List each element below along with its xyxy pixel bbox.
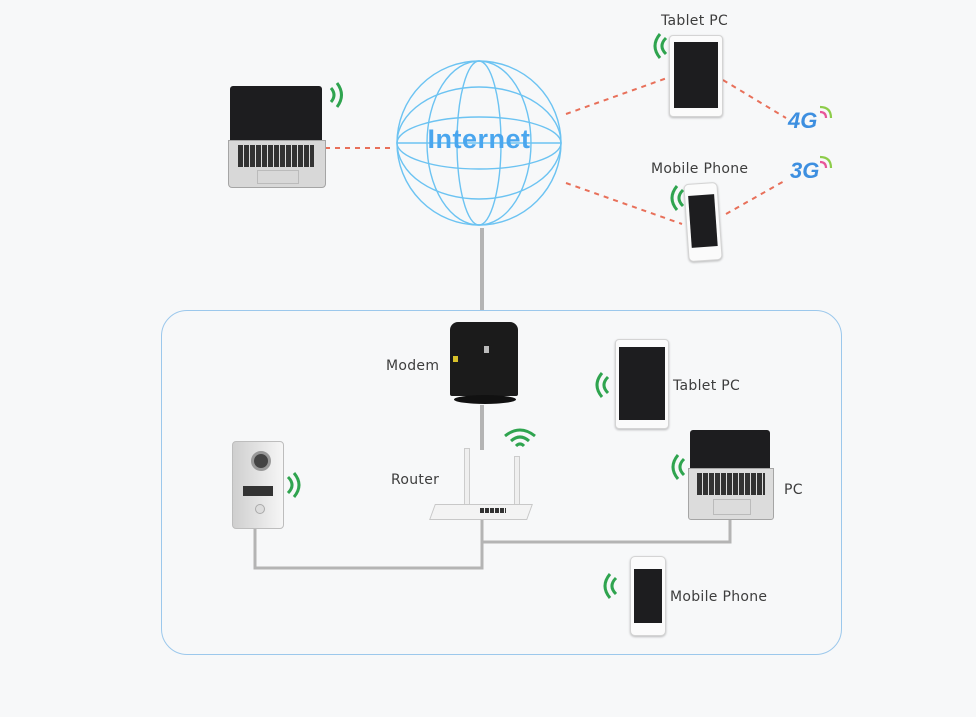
remote-tablet (669, 35, 723, 117)
link-internet-tablet (565, 77, 668, 115)
cellular-4g-label: 4G (788, 108, 818, 133)
tablet-icon (674, 42, 718, 108)
wire-router-lan (253, 520, 484, 570)
laptop-icon (228, 86, 326, 188)
lan-tablet (615, 339, 669, 429)
modem-icon (450, 322, 518, 406)
cellular-3g-badge: 3G (790, 155, 833, 184)
router-icon (429, 448, 533, 523)
wire-router-pc (482, 520, 732, 544)
lan-phone-label: Mobile Phone (670, 589, 768, 605)
video-doorbell-icon (251, 451, 271, 471)
remote-tablet-label: Tablet PC (661, 13, 729, 29)
phone-icon (688, 194, 718, 248)
laptop-icon (688, 430, 774, 520)
cellular-signal-icon (819, 155, 833, 169)
lan-pc-label: PC (784, 482, 803, 498)
lan-phone (630, 556, 666, 636)
video-doorbell (232, 441, 284, 529)
lan-tablet-label: Tablet PC (673, 378, 741, 394)
remote-phone-label: Mobile Phone (651, 161, 749, 177)
wifi-signal-icon (328, 80, 348, 110)
tablet-icon (619, 347, 665, 420)
remote-laptop (228, 82, 343, 188)
internet-label: Internet (427, 124, 531, 154)
internet-globe: Internet (389, 58, 569, 228)
lan-pc (688, 430, 774, 520)
local-network-boundary (161, 310, 842, 655)
link-phone-3g (725, 179, 787, 215)
link-internet-phone (565, 182, 683, 225)
phone-icon (634, 569, 662, 623)
cellular-4g-badge: 4G (788, 105, 833, 134)
remote-phone (683, 181, 723, 263)
modem-label: Modem (386, 358, 440, 374)
cellular-3g-label: 3G (790, 158, 820, 183)
router-label: Router (391, 472, 440, 488)
link-tablet-4g (722, 79, 787, 119)
globe-icon (396, 60, 562, 226)
cellular-signal-icon (819, 105, 833, 119)
